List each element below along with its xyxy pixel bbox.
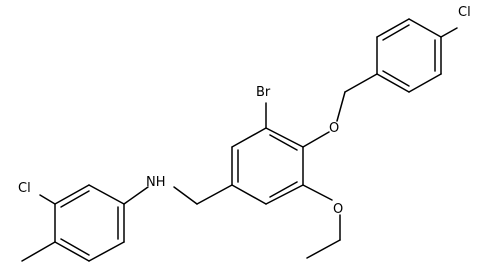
bond xyxy=(88,241,125,262)
bond xyxy=(440,27,458,38)
atom-label-o-ethoxy: O xyxy=(333,202,343,217)
bond-lines xyxy=(21,18,458,262)
atom-label-cl-left: Cl xyxy=(18,181,31,196)
bond xyxy=(344,73,378,93)
bond xyxy=(173,186,198,205)
bond xyxy=(408,18,442,38)
bond xyxy=(54,184,90,205)
bond xyxy=(265,184,304,205)
bond xyxy=(382,24,410,41)
bond xyxy=(123,186,149,205)
bond xyxy=(302,184,333,201)
bond xyxy=(231,127,267,148)
bond xyxy=(88,184,125,205)
bond xyxy=(231,184,267,205)
bond xyxy=(196,184,233,205)
bond xyxy=(39,194,56,205)
bond xyxy=(21,241,56,262)
bond xyxy=(336,91,346,122)
bond xyxy=(60,238,90,256)
atom-label-o-ether: O xyxy=(329,121,339,136)
bond xyxy=(408,73,442,93)
bond xyxy=(302,131,330,148)
bond xyxy=(382,70,410,87)
bond xyxy=(269,134,298,151)
atom-label-br: Br xyxy=(256,85,271,100)
bond xyxy=(269,181,298,198)
atom-label-cl-top: Cl xyxy=(458,5,471,20)
bond xyxy=(54,241,90,262)
atom-label-nh: NH xyxy=(146,175,166,190)
bond xyxy=(376,18,410,38)
atom-label-group: Cl Br O O NH Cl xyxy=(18,5,471,217)
bond xyxy=(306,239,341,259)
bond xyxy=(60,190,90,208)
bond xyxy=(265,127,304,148)
bond xyxy=(376,73,410,93)
